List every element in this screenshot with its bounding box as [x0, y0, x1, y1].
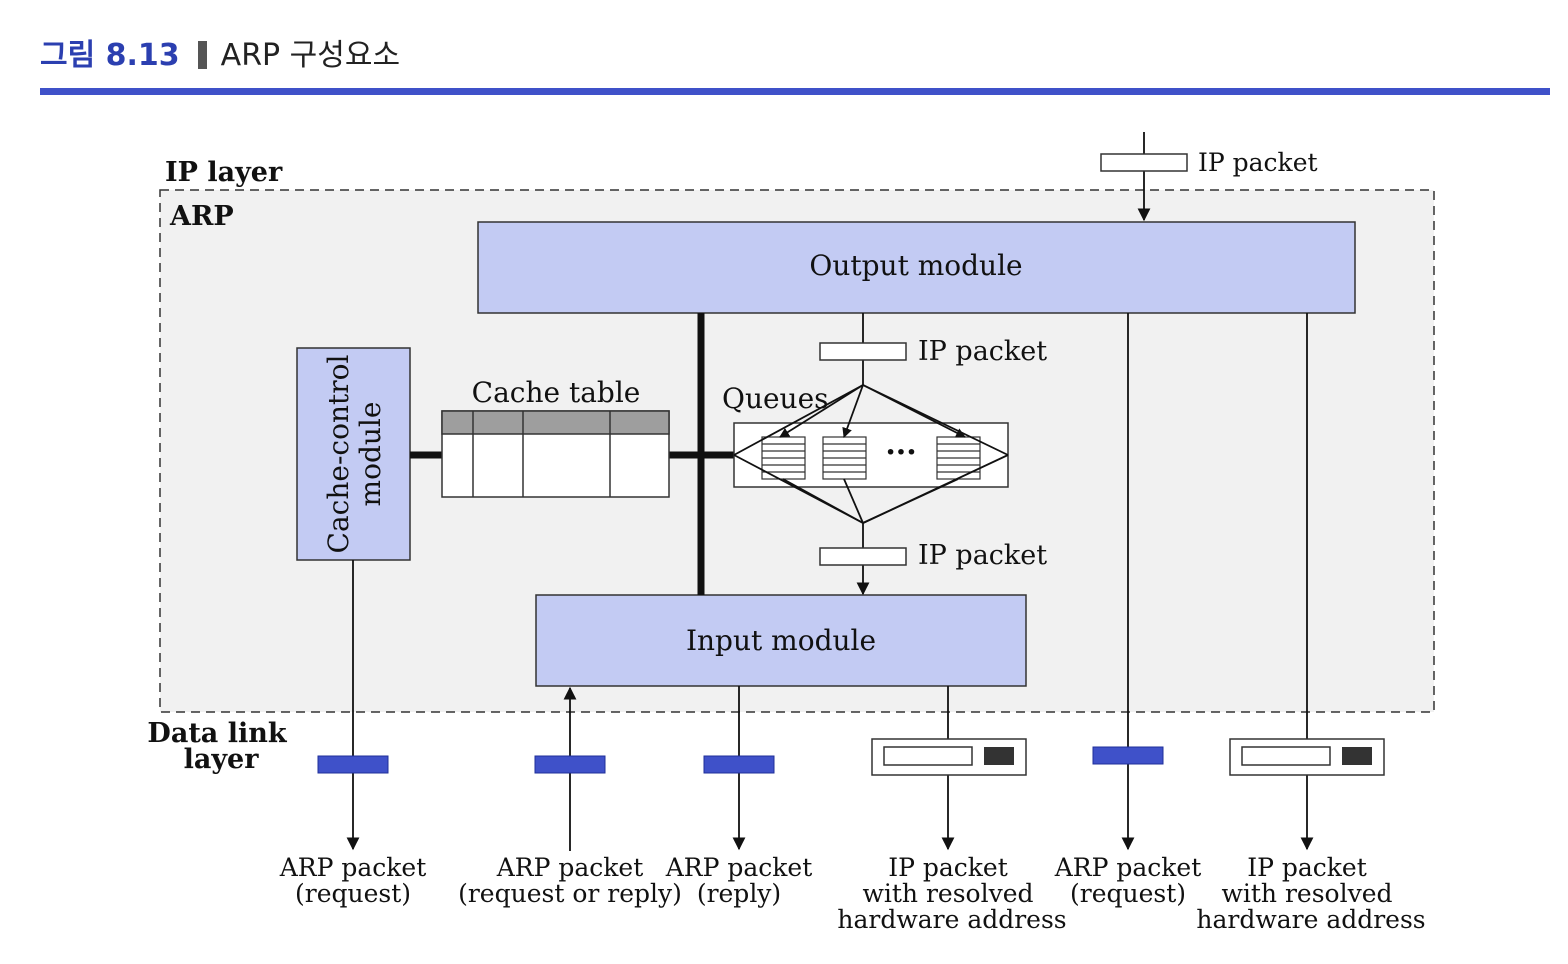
queues-label: Queues — [722, 382, 829, 415]
bottom-label-4: IP packet with resolved hardware address — [837, 853, 1066, 934]
cache-table-label: Cache table — [472, 376, 641, 409]
fan-out-edge-1 — [779, 384, 864, 438]
ip-packet-label-top: IP packet — [1198, 148, 1318, 177]
ip-packet-icon-lower — [819, 547, 907, 566]
bottom-label-3-line1: ARP packet — [665, 853, 813, 882]
datalink-label-line2: layer — [184, 744, 260, 775]
arp-packet-icon-1 — [317, 755, 389, 774]
title-separator — [197, 41, 207, 69]
bottom-label-5-line1: ARP packet — [1054, 853, 1202, 882]
cache-table — [441, 410, 670, 498]
bottom-label-4-line1: IP packet — [888, 853, 1008, 882]
bottom-label-1-line1: ARP packet — [279, 853, 427, 882]
ip-packet-label-upper: IP packet — [918, 336, 1047, 367]
figure-title: 그림 8.13 ARP 구성요소 — [40, 34, 400, 78]
ip-layer-label: IP layer — [165, 157, 283, 188]
bottom-label-2-line2: (request or reply) — [458, 879, 682, 908]
arp-packet-icon-2 — [534, 755, 606, 774]
queue-2 — [822, 436, 867, 480]
ip-packet-icon-top — [1100, 153, 1188, 172]
input-module-label: Input module — [686, 624, 876, 657]
figure-caption: ARP 구성요소 — [220, 38, 401, 73]
frame-icon-1 — [871, 738, 1027, 776]
cache-control-module — [296, 347, 411, 561]
frame-icon-2 — [1229, 738, 1385, 776]
arp-packet-icon-3 — [703, 755, 775, 774]
bottom-label-1-line2: (request) — [295, 879, 411, 908]
cache-control-label-line1: Cache-control — [322, 355, 355, 554]
arp-label: ARP — [169, 201, 234, 232]
bottom-label-6-line1: IP packet — [1247, 853, 1367, 882]
title-rule — [40, 88, 1550, 95]
bottom-label-5: ARP packet (request) — [1054, 853, 1202, 908]
fan-in-edge-2 — [843, 478, 864, 524]
bottom-label-1: ARP packet (request) — [279, 853, 427, 908]
bottom-label-6: IP packet with resolved hardware address — [1196, 853, 1425, 934]
diamond-top-right — [862, 384, 1009, 456]
bottom-label-2: ARP packet (request or reply) — [458, 853, 682, 908]
bottom-label-3: ARP packet (reply) — [665, 853, 813, 908]
diamond-bottom-left — [733, 454, 864, 524]
bottom-label-6-line2: with resolved — [1221, 879, 1392, 908]
ip-packet-label-lower: IP packet — [918, 540, 1047, 571]
bottom-label-4-line3: hardware address — [837, 905, 1066, 934]
ip-packet-icon-upper — [819, 342, 907, 361]
output-module — [477, 221, 1356, 314]
arp-packet-icon-4 — [1092, 746, 1164, 765]
input-module — [535, 594, 1027, 687]
queue-ellipsis: ··· — [885, 435, 916, 470]
output-module-label: Output module — [809, 249, 1022, 282]
diamond-top-left — [733, 384, 864, 456]
bottom-label-5-line2: (request) — [1070, 879, 1186, 908]
figure-number: 그림 8.13 — [40, 38, 180, 73]
cache-control-label-line2: module — [354, 402, 387, 507]
fan-out-edge-2 — [842, 384, 864, 438]
queue-n — [936, 436, 981, 480]
datalink-label-line1: Data link — [147, 718, 287, 749]
bottom-label-6-line3: hardware address — [1196, 905, 1425, 934]
diamond-bottom-right — [862, 454, 1009, 524]
queue-1 — [761, 436, 806, 480]
bottom-label-2-line1: ARP packet — [496, 853, 644, 882]
bottom-label-4-line2: with resolved — [862, 879, 1033, 908]
bottom-label-3-line2: (reply) — [697, 879, 781, 908]
